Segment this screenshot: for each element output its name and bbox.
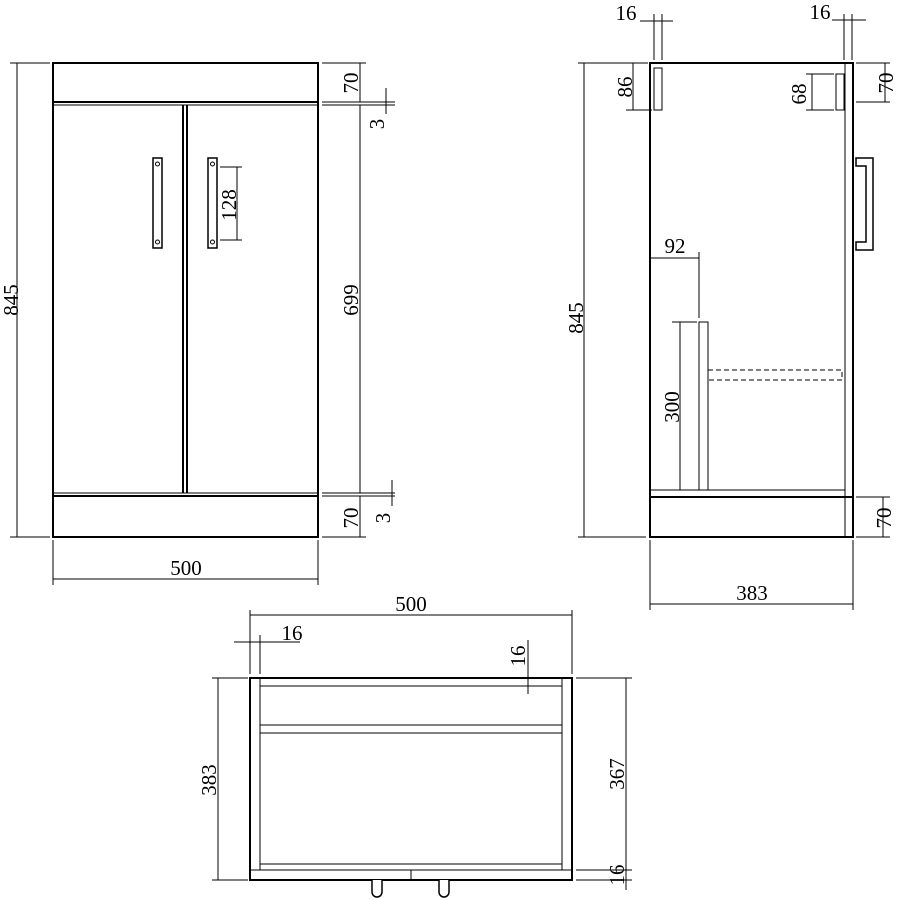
- front-view: 845 500 70 3 699 3 70 128: [0, 62, 395, 585]
- handle-screw: [155, 239, 160, 245]
- dim-label-side-plinth: 70: [872, 508, 896, 529]
- dim-label-top-gap: 3: [365, 119, 389, 130]
- dim-label-front-thickness: 16: [605, 865, 629, 886]
- dim-label-back-rail: 86: [613, 77, 637, 98]
- left-door-handle: [152, 157, 163, 249]
- dim-label-plan-width: 500: [395, 592, 427, 616]
- dim-label-height: 845: [0, 284, 23, 316]
- dim-label-internal-depth: 367: [605, 758, 629, 790]
- dim-label-top-right-thickness: 16: [810, 0, 831, 24]
- dim-label-side-thickness: 16: [282, 621, 303, 645]
- side-top-left-rail: [653, 67, 663, 111]
- dim-label-top-left-thickness: 16: [616, 1, 637, 25]
- dim-label-handle: 128: [217, 189, 241, 221]
- dim-label-plan-depth: 383: [197, 764, 221, 796]
- side-top-right-rail: [835, 73, 845, 111]
- handle-screw: [210, 161, 215, 167]
- dim-label-side-height: 845: [564, 302, 588, 334]
- side-shelf-support: [698, 321, 709, 491]
- handle-screw: [155, 161, 160, 167]
- dim-label-top-panel: 70: [339, 73, 363, 94]
- side-view: 16 16 86 68 70 845 92 300: [564, 0, 898, 610]
- cabinet-plan-outline: [249, 677, 573, 881]
- dim-label-rail-thickness: 16: [506, 646, 530, 667]
- dim-label-side-top-panel: 70: [874, 73, 898, 94]
- dim-label-bottom-gap: 3: [371, 513, 395, 524]
- dim-label-side-depth: 383: [736, 581, 768, 605]
- plan-left-handle: [371, 880, 383, 898]
- dim-label-plinth: 70: [339, 508, 363, 529]
- dim-label-width: 500: [170, 556, 202, 580]
- dim-label-front-rail: 68: [787, 84, 811, 105]
- cabinet-side-outline: [649, 62, 854, 538]
- plan-right-handle: [438, 880, 450, 898]
- side-shelf-dashed: [707, 369, 843, 381]
- dim-label-shelf-setback: 92: [665, 234, 686, 258]
- cabinet-front-outline: [52, 62, 319, 538]
- side-handle: [855, 157, 874, 251]
- plan-front-rail: [259, 724, 563, 734]
- plan-view: 500 16 16 383 367 16: [197, 592, 632, 898]
- right-door-handle: [207, 157, 218, 249]
- dim-label-door-height: 699: [339, 284, 363, 316]
- handle-screw: [210, 239, 215, 245]
- dim-label-shelf-height: 300: [660, 391, 684, 423]
